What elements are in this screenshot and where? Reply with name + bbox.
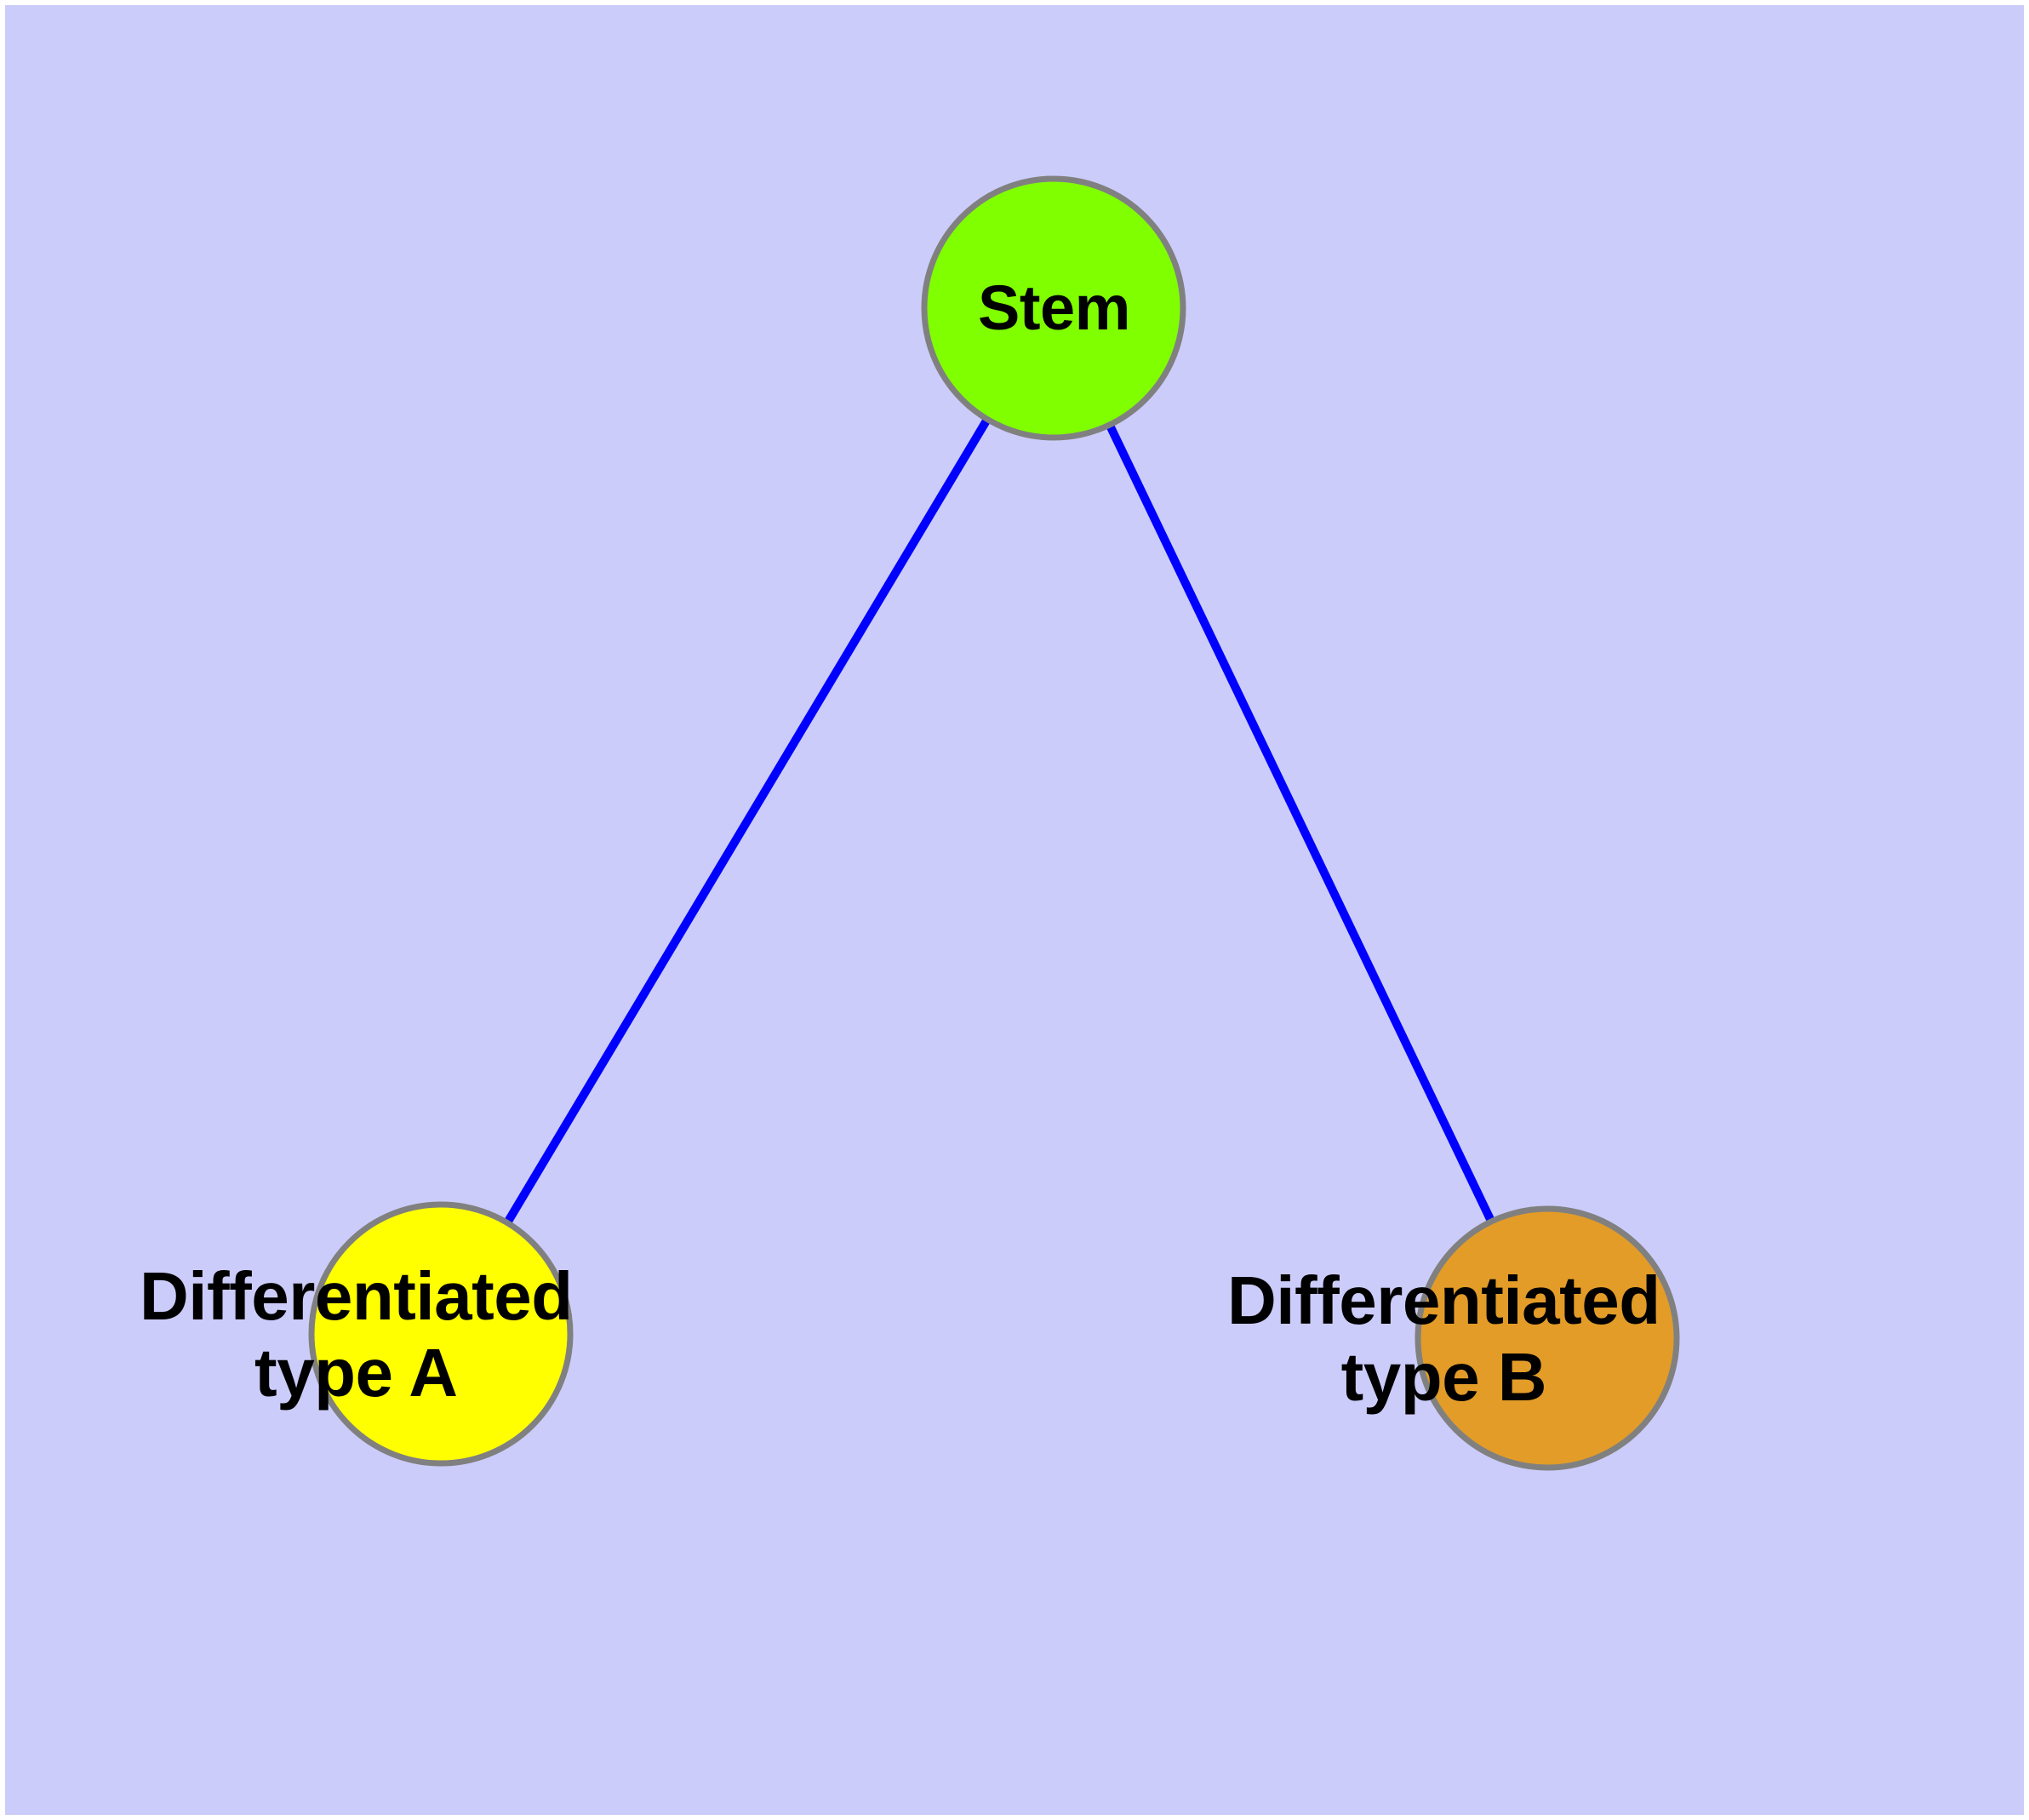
graph-edge <box>1049 306 1552 1341</box>
node-layer <box>308 175 1680 1471</box>
graph-node-diff_b[interactable] <box>1415 1205 1680 1471</box>
graph-edge <box>437 306 1058 1336</box>
graph-node-diff_a[interactable] <box>308 1201 574 1467</box>
graph-node-stem[interactable] <box>921 175 1186 441</box>
edge-layer <box>437 306 1552 1341</box>
